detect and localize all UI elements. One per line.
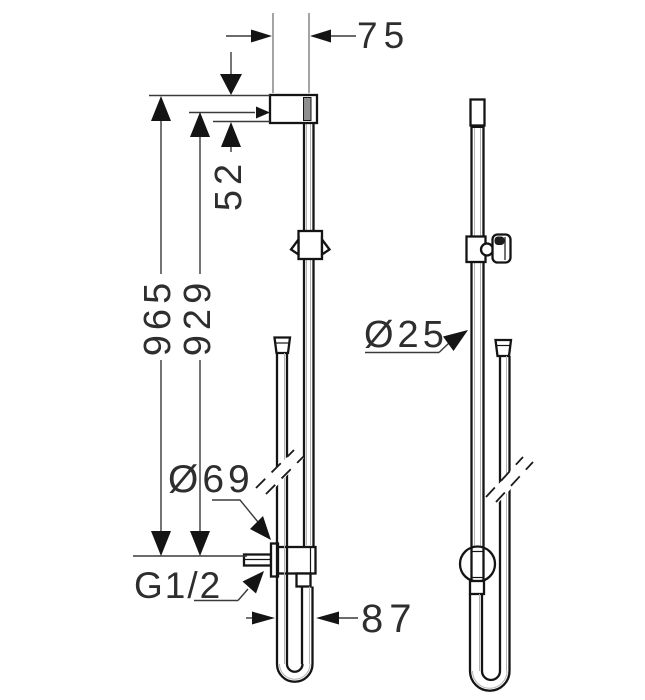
dim-label-965: 965 [137, 278, 179, 356]
dim-label-d25: Ø25 [364, 314, 448, 356]
dimension-965: 965 [137, 96, 179, 556]
hose-nut-side [494, 338, 513, 358]
hose-break-mark [485, 456, 524, 498]
dimension-g12: G1/2 [134, 565, 264, 606]
hose-break-mark [255, 449, 295, 489]
shower-hose-side [468, 338, 534, 692]
side-view [458, 98, 534, 692]
dim-label-52: 52 [208, 159, 250, 211]
dim-label-929: 929 [177, 278, 219, 356]
slider-neck [479, 242, 495, 257]
hose-nut-front [273, 336, 292, 355]
handshower-holder [458, 545, 497, 596]
dimension-929: 929 [177, 112, 219, 556]
slider-front [289, 229, 332, 261]
dimension-d69: Ø69 [168, 458, 271, 540]
dimension-52: 52 [208, 52, 250, 211]
hose-break-mark [265, 455, 305, 495]
hose-break-mask [258, 451, 304, 494]
front-view [242, 93, 332, 683]
dimension-75: 75 [226, 13, 410, 93]
hose-break-mark [495, 461, 534, 503]
rail-through-shading [303, 97, 312, 121]
dim-label-d69: Ø69 [168, 458, 254, 501]
rail-top-pointer [256, 106, 270, 119]
dimension-87: 87 [246, 597, 418, 641]
dimension-d25: Ø25 [364, 314, 468, 356]
dim-label-87: 87 [361, 597, 418, 641]
knob-cap-shading [494, 236, 505, 245]
top-reference-lines [133, 94, 270, 557]
holder-stub [468, 579, 486, 596]
slider-side [465, 233, 512, 264]
slider-wing-left [289, 236, 300, 257]
dim-label-75: 75 [357, 15, 410, 56]
dim-label-g12: G1/2 [134, 565, 222, 606]
slider-wing-right [320, 236, 332, 257]
hose-break-mask [488, 458, 533, 502]
outlet-connector [295, 572, 312, 588]
outlet-body [276, 545, 317, 575]
top-wall-bracket [268, 93, 319, 125]
wall-bar-rail-front [302, 122, 315, 546]
wall-bar-rail-side [469, 98, 486, 560]
rail-top-cap [469, 98, 486, 127]
shower-hose-front [255, 336, 314, 683]
